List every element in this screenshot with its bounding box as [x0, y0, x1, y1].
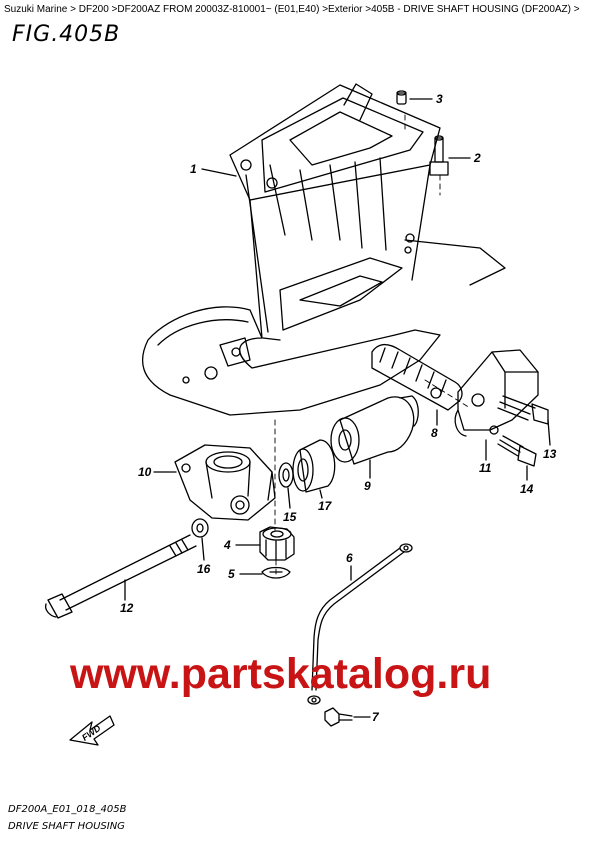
callout-17[interactable]: 17	[318, 499, 333, 513]
drive-shaft-housing[interactable]	[141, 83, 506, 416]
bushing[interactable]	[292, 439, 336, 493]
ground-cable[interactable]	[307, 543, 413, 705]
callout-14[interactable]: 14	[520, 482, 534, 496]
callout-16[interactable]: 16	[197, 562, 211, 576]
callout-4[interactable]: 4	[223, 538, 231, 552]
leader-15	[287, 487, 291, 509]
leader-13	[547, 419, 551, 446]
drawing-code: DF200A_E01_018_405B	[8, 804, 127, 815]
leader-17	[319, 489, 323, 499]
figure-title: FIG.405B	[12, 22, 121, 47]
mount-rubber[interactable]	[330, 395, 419, 465]
mount-housing[interactable]	[174, 444, 276, 521]
callout-13[interactable]: 13	[543, 447, 557, 461]
leader-1	[201, 168, 237, 177]
callout-6[interactable]: 6	[346, 551, 353, 565]
callout-8[interactable]: 8	[431, 426, 438, 440]
callout-12[interactable]: 12	[120, 601, 134, 615]
fwd-arrow-icon: FWD	[69, 715, 115, 746]
leader-16	[201, 537, 205, 561]
long-bolt[interactable]	[44, 534, 197, 619]
rubber-grommet-strip[interactable]	[371, 343, 463, 411]
washer-16[interactable]	[191, 518, 209, 538]
dowel-pin[interactable]	[396, 90, 407, 105]
callout-3[interactable]: 3	[436, 92, 443, 106]
bracket-bolt-14[interactable]	[497, 435, 537, 467]
callout-numbers: 1 2 3 4 5 6 7 8 9 10 11 12 13 14 15 16 1…	[120, 92, 557, 724]
callout-7[interactable]: 7	[372, 710, 380, 724]
mount-bracket[interactable]	[454, 349, 539, 437]
assembly-axes	[274, 114, 471, 576]
cable-screw[interactable]	[324, 707, 353, 727]
callout-5[interactable]: 5	[228, 567, 235, 581]
callout-2[interactable]: 2	[473, 151, 481, 165]
washer-15[interactable]	[278, 462, 294, 488]
callout-10[interactable]: 10	[138, 465, 152, 479]
callout-15[interactable]: 15	[283, 510, 297, 524]
callout-11[interactable]: 11	[479, 461, 492, 475]
watermark: www.partskatalog.ru	[70, 650, 492, 698]
diagram-caption: DRIVE SHAFT HOUSING	[8, 821, 125, 832]
breadcrumb[interactable]: Suzuki Marine > DF200 >DF200AZ FROM 2000…	[4, 4, 580, 15]
callout-1[interactable]: 1	[190, 162, 197, 176]
housing-bolt[interactable]	[429, 135, 449, 176]
callout-9[interactable]: 9	[364, 479, 371, 493]
hex-nut[interactable]	[259, 526, 295, 561]
